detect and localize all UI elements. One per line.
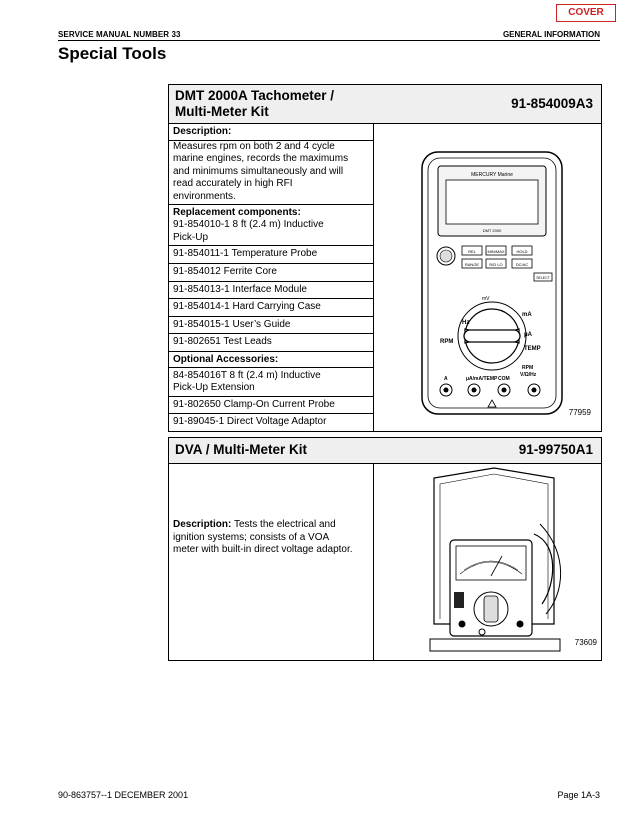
description-line: marine engines, records the maximums xyxy=(173,153,349,165)
divider xyxy=(169,139,373,141)
replacement-item: 91-854013-1 Interface Module xyxy=(173,283,307,295)
divider xyxy=(169,203,373,205)
divider xyxy=(169,333,373,335)
dial-ma-label: mA xyxy=(522,312,532,318)
dva-meter-illustration xyxy=(429,467,562,652)
description-label: Description: xyxy=(173,519,232,530)
part-number: 91-854009A3 xyxy=(511,96,593,111)
description-line: read accurately in high RFI xyxy=(173,178,293,190)
dial-ua-label: μA xyxy=(524,332,533,338)
multimeter-illustration: MERCURY Marine DMT 2000 REL MIN/MAX HOLD… xyxy=(421,151,563,415)
divider xyxy=(169,413,373,415)
tool-text-column: Description: Tests the electrical and ig… xyxy=(169,464,374,660)
tool-name-line-2: Multi-Meter Kit xyxy=(175,104,269,119)
description-line: meter with built-in direct voltage adapt… xyxy=(173,544,353,556)
tool-name-line-1: DMT 2000A Tachometer / xyxy=(175,88,335,103)
figure-number: 73609 xyxy=(574,638,597,647)
tool-header: DVA / Multi-Meter Kit 91-99750A1 xyxy=(169,438,601,464)
optional-item: 91-802650 Clamp-On Current Probe xyxy=(173,398,335,410)
jack-temp-label: μA/mA/TEMP xyxy=(466,376,498,382)
jack-a-label: A xyxy=(444,376,448,382)
tool-text-column: Description: Measures rpm on both 2 and … xyxy=(169,124,374,431)
divider xyxy=(169,280,373,282)
description-line: environments. xyxy=(173,190,236,202)
divider xyxy=(169,366,373,368)
description-line: Description: Tests the electrical and xyxy=(169,519,373,532)
optional-item: 91-89045-1 Direct Voltage Adaptor xyxy=(173,416,327,428)
description-text: Tests the electrical and xyxy=(231,519,336,530)
jack-vhz-label: V/Ω/Hz xyxy=(520,372,537,378)
dial-rpm-label: RPM xyxy=(440,339,453,345)
replacement-item: 91-802651 Test Leads xyxy=(173,336,272,348)
replacement-item: 91-854010-1 8 ft (2.4 m) Inductive xyxy=(173,219,324,231)
description-line: and minimums simultaneously and will xyxy=(173,165,344,177)
jack-com-label: COM xyxy=(498,376,510,382)
btn-select-label: SELECT xyxy=(536,276,550,280)
manual-number-header: SERVICE MANUAL NUMBER 33 xyxy=(58,30,181,39)
btn-range-label: RANGE xyxy=(465,262,480,267)
tool-header: DMT 2000A Tachometer / Multi-Meter Kit 9… xyxy=(169,85,601,124)
tool-figure-column: MERCURY Marine DMT 2000 REL MIN/MAX HOLD… xyxy=(374,124,601,431)
replacement-label: Replacement components: xyxy=(173,206,301,218)
footer-doc-number: 90-863757--1 DECEMBER 2001 xyxy=(58,790,189,800)
description-line: Measures rpm on both 2 and 4 cycle xyxy=(173,140,335,152)
replacement-item: 91-854014-1 Hard Carrying Case xyxy=(173,301,321,313)
btn-dcac-label: DC/AC xyxy=(516,262,529,267)
part-number: 91-99750A1 xyxy=(518,442,593,457)
tool-name: DVA / Multi-Meter Kit xyxy=(175,442,307,457)
tool-body: Description: Tests the electrical and ig… xyxy=(169,464,601,660)
optional-item: 84-854016T 8 ft (2.4 m) Inductive xyxy=(173,369,321,381)
tool-card-dmt2000a: DMT 2000A Tachometer / Multi-Meter Kit 9… xyxy=(168,84,602,432)
dial-hz-label: Hz xyxy=(462,320,469,326)
replacement-item: 91-854015-1 User’s Guide xyxy=(173,318,291,330)
brand-label: MERCURY Marine xyxy=(471,172,513,178)
optional-label: Optional Accessories: xyxy=(173,353,279,365)
figure-number: 77959 xyxy=(568,408,591,417)
model-label: DMT 2000 xyxy=(483,228,502,233)
page-title: Special Tools xyxy=(58,44,167,63)
divider xyxy=(169,315,373,317)
replacement-item: Pick-Up xyxy=(173,231,209,243)
dial-mv-label: mV xyxy=(482,296,490,302)
replacement-item: 91-854012 Ferrite Core xyxy=(173,265,277,277)
description-line: ignition systems; consists of a VOA xyxy=(173,531,330,543)
divider xyxy=(169,350,373,352)
footer-page-number: Page 1A-3 xyxy=(557,790,600,800)
jack-rpm-label: RPM xyxy=(522,365,533,371)
tool-figure-column: 73609 xyxy=(374,464,601,660)
description-label: Description: xyxy=(173,126,232,137)
btn-minmax-label: MIN/MAX xyxy=(487,249,504,254)
header-rule xyxy=(58,40,600,41)
divider xyxy=(169,245,373,247)
tool-body: Description: Measures rpm on both 2 and … xyxy=(169,124,601,431)
cover-button[interactable]: COVER xyxy=(556,4,616,22)
divider xyxy=(169,262,373,264)
tool-name: DMT 2000A Tachometer / Multi-Meter Kit xyxy=(175,88,334,120)
dial-temp-label: TEMP xyxy=(524,346,541,352)
btn-hold-label: HOLD xyxy=(516,249,527,254)
section-header: GENERAL INFORMATION xyxy=(502,30,600,39)
divider xyxy=(169,395,373,397)
divider xyxy=(169,298,373,300)
btn-rdlo-label: R/D LO xyxy=(489,262,502,267)
tool-card-dva: DVA / Multi-Meter Kit 91-99750A1 Descrip… xyxy=(168,437,602,661)
optional-item: Pick-Up Extension xyxy=(173,382,255,394)
btn-rel-label: REL xyxy=(468,249,477,254)
replacement-item: 91-854011-1 Temperature Probe xyxy=(173,248,318,260)
